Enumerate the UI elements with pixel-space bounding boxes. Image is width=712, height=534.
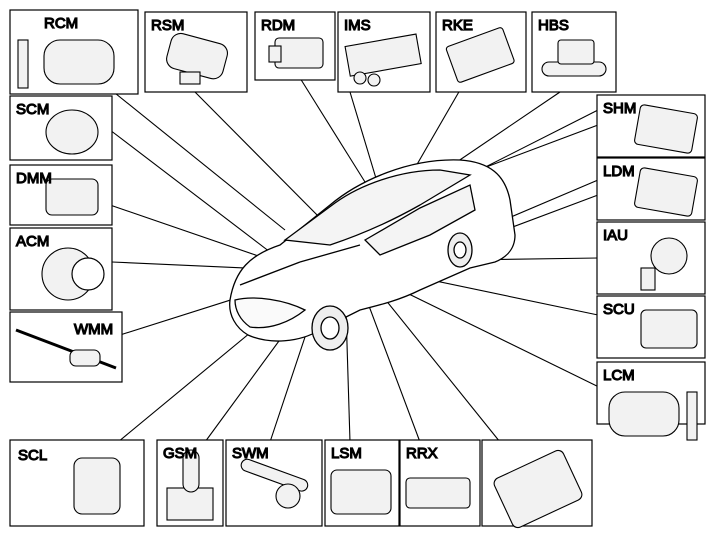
callout-shm: SHM: [596, 94, 706, 158]
callout-dmm: DMM: [9, 164, 113, 226]
callout-label-shm: SHM: [603, 100, 636, 117]
callout-hbs: HBS: [531, 11, 617, 93]
leader-lines: [104, 77, 606, 443]
callout-label-iau: IAU: [603, 227, 628, 244]
callout-label-rcm: RCM: [44, 15, 78, 32]
steering-column-lock-icon: [73, 457, 121, 515]
callout-label-ldm: LDM: [603, 163, 635, 180]
motor-module-icon: [45, 178, 99, 216]
seat-heating-module-icon: [634, 104, 698, 154]
callout-lcm: LCM: [596, 361, 706, 441]
remote-keyless-entry-module-icon: [445, 27, 515, 83]
receiver-module-icon: [405, 477, 471, 509]
rain-sensor-module-icon: [166, 32, 229, 85]
window-switch-panel-icon: [493, 449, 583, 529]
callout-label-dmm: DMM: [16, 170, 52, 187]
door-mirror-right-icon: [608, 391, 698, 441]
connector-unit-icon: [640, 309, 698, 349]
light-driver-module-icon: [634, 167, 698, 217]
callout-label-scu: SCU: [603, 301, 635, 318]
callout-label-rdm: RDM: [261, 17, 295, 34]
rear-differential-module-icon: [268, 37, 324, 69]
callout-rrx: RRX: [399, 439, 481, 527]
callout-swm: SWM: [225, 439, 323, 527]
door-mirror-left-icon: [17, 39, 115, 89]
callout-label-gsm: GSM: [163, 445, 197, 462]
steering-wheel-switch-icon: [240, 458, 309, 509]
callout-ims: IMS: [337, 11, 431, 93]
callout-label-acm: ACM: [16, 233, 49, 250]
callout-rsm: RSM: [144, 11, 248, 93]
callout-ldm: LDM: [596, 157, 706, 221]
callout-wmm: WMM: [9, 311, 123, 383]
callout-rcm: RCM: [9, 9, 139, 95]
callout-label-rrx: RRX: [406, 445, 438, 462]
speaker-unit-icon: [640, 237, 688, 291]
callout-label-wmm: WMM: [74, 321, 113, 338]
car-icon: [229, 159, 516, 351]
siren-module-icon: [45, 109, 99, 155]
callout-label-swm: SWM: [232, 445, 269, 462]
callout-dsm: [481, 439, 593, 529]
alternator-icon: [41, 247, 105, 301]
callout-label-scm: SCM: [16, 101, 49, 118]
sensor-module-icon: [541, 39, 607, 77]
callout-label-hbs: HBS: [538, 17, 569, 34]
light-switch-module-icon: [330, 469, 392, 515]
callout-label-rke: RKE: [442, 17, 473, 34]
callout-label-ims: IMS: [344, 17, 371, 34]
wiper-motor-linkage-icon: [15, 328, 117, 370]
callout-label-lsm: LSM: [331, 445, 362, 462]
callout-label-lcm: LCM: [603, 367, 635, 384]
callout-rke: RKE: [435, 11, 527, 93]
callout-lsm: LSM: [324, 439, 400, 527]
callout-acm: ACM: [9, 227, 113, 311]
callout-scu: SCU: [596, 295, 706, 359]
infotainment-module-icon: [344, 33, 422, 87]
callout-gsm: GSM: [156, 439, 224, 527]
callout-iau: IAU: [596, 221, 706, 295]
gear-selector-icon: [166, 449, 214, 521]
callout-label-scl: SCL: [18, 447, 47, 464]
callout-rdm: RDM: [254, 11, 336, 81]
callout-scl: SCL: [9, 439, 145, 527]
callout-label-rsm: RSM: [151, 17, 184, 34]
callout-scm: SCM: [9, 95, 113, 161]
